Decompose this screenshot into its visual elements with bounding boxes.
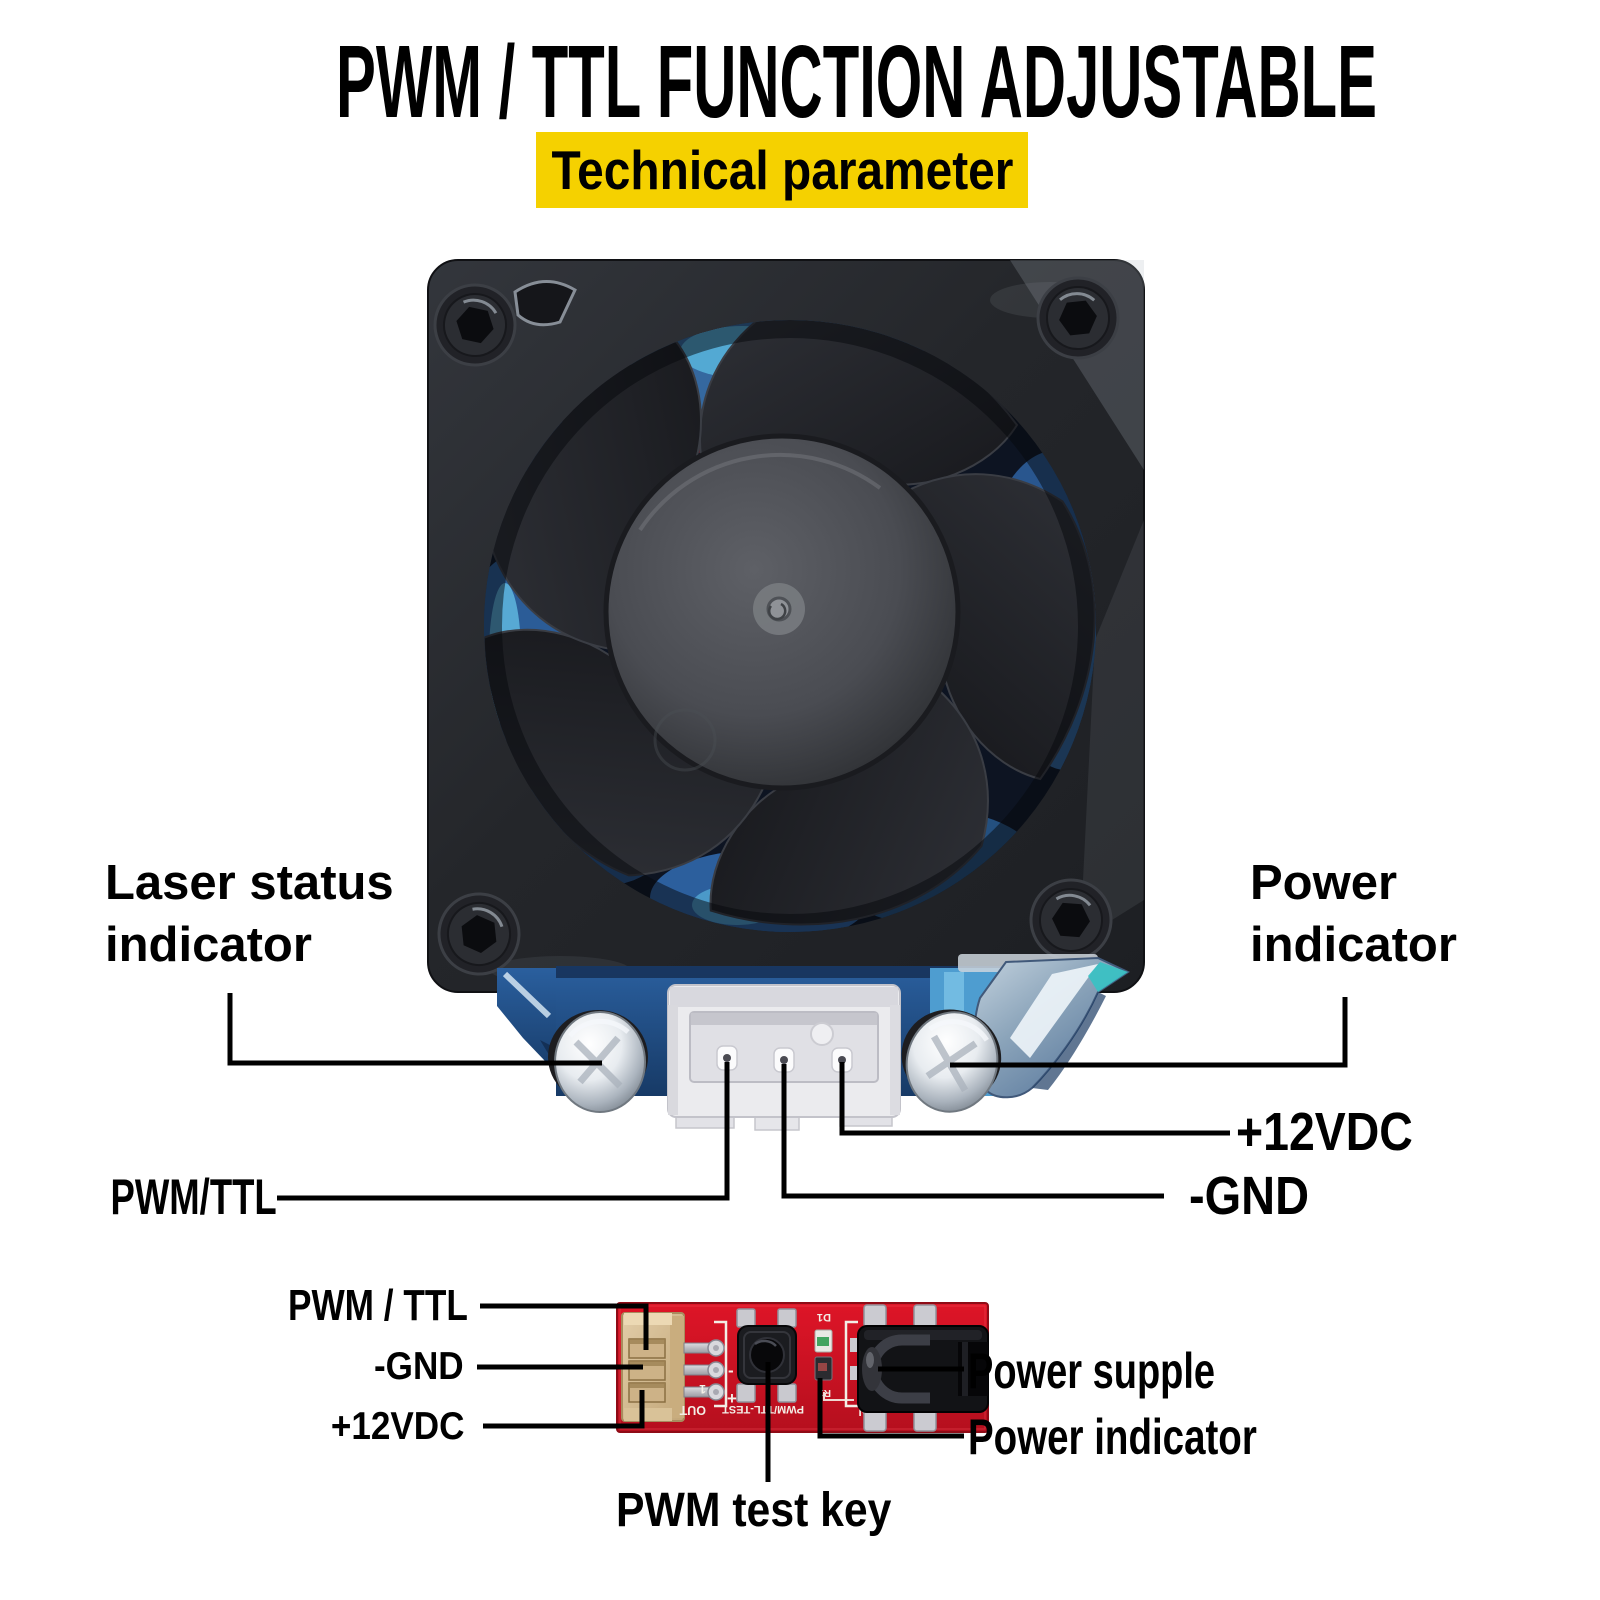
laser-status-label: Laser status indicator (105, 856, 394, 972)
laser-module-photo (424, 259, 1145, 1131)
vdc-label-board: +12VDC (330, 1405, 464, 1448)
power-indicator-led-board (814, 1329, 833, 1381)
pwm-ttl-label-mid: PWM/TTL (110, 1169, 277, 1225)
silkscreen-test: PWM/TTL-TEST (722, 1403, 804, 1415)
page-title: PWM / TTL FUNCTION ADJUSTABLE (336, 24, 1377, 139)
silkscreen-pin1: 1 (699, 1382, 706, 1396)
connector-slots (628, 1338, 666, 1403)
connector-pin-gnd (773, 1047, 795, 1073)
pwm-test-key-label: PWM test key (616, 1484, 892, 1537)
connector-pin-pwm-ttl (716, 1045, 738, 1071)
pwm-ttl-label-board: PWM / TTL (288, 1281, 468, 1330)
fan-interior (484, 320, 1096, 932)
silkscreen-minus: - (728, 1361, 734, 1380)
connector-pins (683, 1339, 725, 1401)
silkscreen-d1: D1 (817, 1311, 831, 1323)
fan-wire-connector (667, 984, 901, 1131)
laser-status-indicator-led (548, 1010, 648, 1112)
silkscreen-plus: + (727, 1389, 737, 1408)
power-indicator-label-board: Power indicator (968, 1409, 1257, 1465)
fan-hub (603, 433, 961, 791)
subtitle-badge: Technical parameter (536, 132, 1028, 208)
power-indicator-label-top: Power indicator (1250, 856, 1457, 972)
gnd-label-board: -GND (374, 1345, 464, 1388)
vdc-label-mid: +12VDC (1236, 1102, 1413, 1162)
power-supply-label: Power supple (968, 1343, 1216, 1399)
cooling-fan (424, 259, 1145, 993)
connector-pin-12vdc (831, 1047, 853, 1073)
gnd-label-mid: -GND (1189, 1166, 1310, 1226)
subtitle-badge-label: Technical parameter (551, 139, 1013, 201)
silkscreen-out: OUT (679, 1403, 706, 1417)
pwm-test-board-photo: PWM/TTL - + 1 OUT PWM/TTL-TEST D1 R1 IN (616, 1302, 989, 1433)
